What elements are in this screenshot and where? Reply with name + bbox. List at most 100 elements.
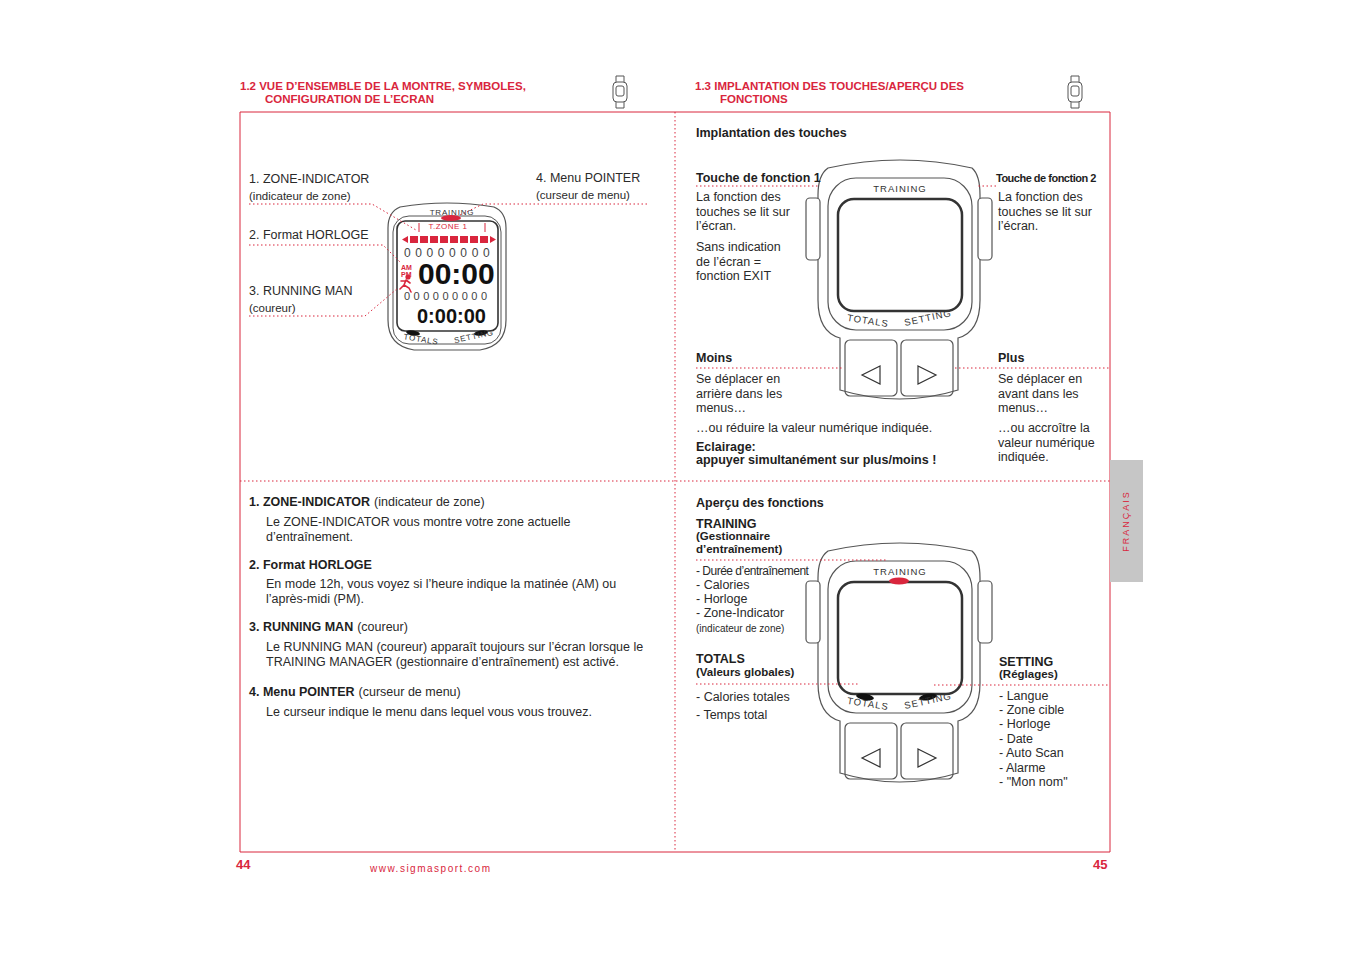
text-label: (Gestionnaire d’entraînement)	[696, 530, 811, 556]
text-label: - Date	[999, 732, 1033, 747]
text-label: 1. ZONE-INDICATOR	[249, 495, 370, 510]
section-heading: 1.2 VUE D’ENSEMBLE DE LA MONTRE, SYMBOLE…	[240, 80, 600, 106]
watch-icon	[613, 82, 627, 102]
watch-label: TRAINING	[870, 567, 930, 577]
screen-text: 00000000	[404, 247, 494, 260]
watch-drawing	[490, 236, 496, 243]
text-label: Sans indication de l’écran = fonction EX…	[696, 240, 796, 284]
watch-drawing	[397, 221, 498, 331]
watch-label: TOTALS	[840, 312, 897, 331]
watch-drawing	[388, 203, 506, 350]
text-label: Le curseur indique le menu dans lequel v…	[266, 705, 592, 720]
text-label: (Valeurs globales)	[696, 666, 794, 679]
text-label: (coureur)	[249, 301, 296, 316]
text-label: - Auto Scan	[999, 746, 1064, 761]
watch-body: TRAINING TOTALSSETTING	[810, 543, 990, 788]
text-label: En mode 12h, vous voyez si l’heure indiq…	[266, 577, 646, 606]
text-label: TOTALS	[696, 652, 745, 667]
leader-lines	[249, 204, 416, 230]
text-label: SETTING	[999, 655, 1053, 670]
text-label: (Réglages)	[999, 668, 1058, 681]
watch-icon	[1071, 76, 1079, 108]
text-label: …ou réduire la valeur numérique indiquée…	[696, 421, 932, 436]
page-frame: 1.2 VUE D’ENSEMBLE DE LA MONTRE, SYMBOLE…	[240, 112, 675, 852]
screen-text: 000000000	[404, 290, 491, 303]
watch-icon	[613, 76, 1082, 108]
text-label: 1. ZONE-INDICATOR	[249, 172, 369, 187]
text-label: Se déplacer en avant dans les menus…	[998, 372, 1098, 416]
text-label: Aperçu des fonctions	[696, 496, 824, 511]
watch-label: SETTING	[448, 327, 501, 347]
watch-label: TOTALS	[396, 331, 447, 348]
text-label: La fonction des touches se lit sur l’écr…	[998, 190, 1108, 234]
screen-text: PM	[401, 271, 412, 278]
watch-drawing	[410, 236, 488, 243]
text-label: (coureur)	[357, 620, 408, 635]
text-label: - Temps total	[696, 708, 767, 723]
screen-text: T.ZONE 1	[418, 223, 478, 231]
watch-icon	[616, 86, 624, 96]
leader-lines	[696, 186, 820, 187]
page-frame-lines	[240, 112, 1110, 852]
text-label: 45	[1093, 858, 1107, 873]
text-label: Eclairage:	[696, 440, 756, 455]
text-label: - Calories totales	[696, 690, 790, 705]
text-label: TRAINING	[696, 517, 756, 532]
text-label: (curseur de menu)	[359, 685, 461, 700]
text-label: (indicateur de zone)	[249, 189, 351, 204]
watch-drawing	[806, 543, 992, 782]
text-label: - Zone-Indicator	[696, 606, 784, 621]
text-label: (indicateur de zone)	[374, 495, 484, 510]
leader-lines	[249, 245, 400, 262]
watch-drawing	[393, 216, 501, 344]
page-frame-lines	[240, 481, 1110, 482]
watch-body: TRAINING TOTALSSETTING	[810, 160, 990, 405]
page-frame-lines	[240, 112, 1110, 852]
text-label: - Zone cible	[999, 703, 1064, 718]
leader-lines	[696, 368, 843, 369]
text-label: - Horloge	[999, 717, 1050, 732]
text-label: Plus	[998, 351, 1024, 366]
text-label: - Horloge	[696, 592, 747, 607]
watch-label: SETTING	[898, 307, 959, 329]
leader-lines	[696, 560, 888, 561]
text-label: Le RUNNING MAN (coureur) apparaît toujou…	[266, 640, 671, 669]
section-heading: 1.3 IMPLANTATION DES TOUCHES/APERÇU DES …	[695, 80, 1000, 106]
text-label: - Langue	[999, 689, 1048, 704]
watch-body: TRAININGTOTALSSETTINGT.ZONE 100000000AMP…	[386, 205, 508, 350]
watch-icon	[1071, 86, 1079, 96]
text-label: 2. Format HORLOGE	[249, 228, 368, 243]
leader-lines	[934, 685, 1110, 686]
text-label: Touche de fonction 1	[696, 171, 821, 186]
text-label: appuyer simultanément sur plus/moins !	[696, 453, 936, 468]
watch-drawing	[388, 160, 992, 782]
watch-label: TRAINING	[870, 184, 930, 194]
screen-text: 0:00:00	[417, 306, 486, 326]
text-label: Se déplacer en arrière dans les menus…	[696, 372, 796, 416]
watch-icon	[616, 76, 624, 108]
text-label: - Calories	[696, 578, 750, 593]
leader-lines	[249, 186, 1110, 685]
text-label: - Alarme	[999, 761, 1046, 776]
text-label: Implantation des touches	[696, 126, 847, 141]
screen-text: AM	[401, 264, 412, 271]
watch-label: SETTING	[898, 690, 959, 712]
page-frame-lines	[675, 112, 676, 852]
text-label: - "Mon nom"	[999, 775, 1068, 790]
text-label: Le ZONE-INDICATOR vous montre votre zone…	[266, 515, 606, 544]
text-label: 2. Format HORLOGE	[249, 558, 372, 573]
watch-label: TOTALS	[840, 695, 897, 714]
leader-lines	[955, 368, 1110, 369]
leader-lines	[696, 684, 858, 685]
text-label: La fonction des touches se lit sur l’écr…	[696, 190, 808, 234]
watch-drawing	[419, 223, 485, 232]
tab-label: FRANÇAIS	[1121, 461, 1131, 581]
watch-drawing	[402, 236, 408, 243]
text-label: Moins	[696, 351, 732, 366]
text-label: Touche de fonction 2	[996, 171, 1096, 186]
text-label: (indicateur de zone)	[696, 622, 784, 637]
text-label: 44	[236, 858, 250, 873]
text-label: 3. RUNNING MAN	[249, 620, 353, 635]
text-label: www.sigmasport.com	[370, 862, 491, 877]
